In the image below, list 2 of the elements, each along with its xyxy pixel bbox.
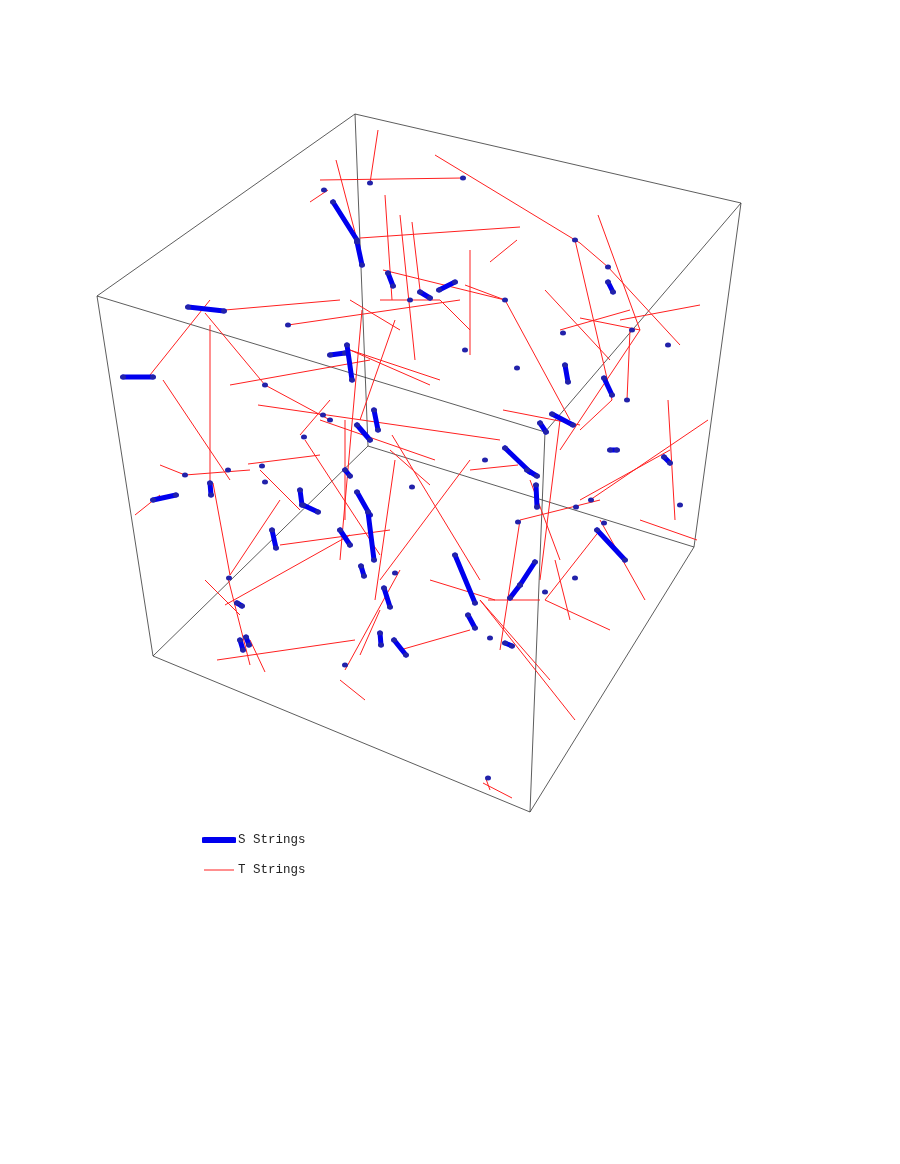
- legend-label: T Strings: [238, 863, 306, 877]
- legend-label: S Strings: [238, 833, 306, 847]
